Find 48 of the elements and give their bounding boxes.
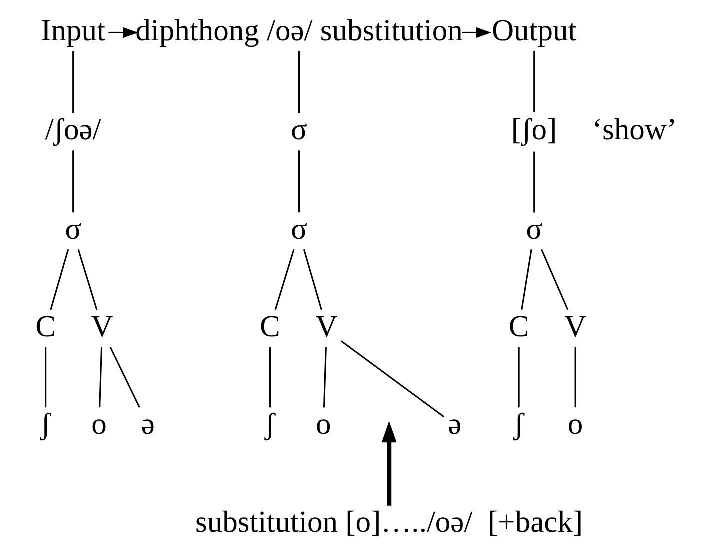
connector — [44, 347, 46, 408]
connector — [50, 249, 69, 310]
node-text: σ — [290, 112, 307, 147]
node-text: ə — [448, 407, 462, 442]
node-text: ʃ — [40, 407, 50, 442]
node-text: V — [315, 310, 338, 344]
connector — [72, 150, 74, 213]
connector — [298, 150, 300, 213]
node-text: σ — [64, 212, 82, 246]
node-text: V — [564, 310, 586, 344]
connector — [274, 249, 294, 310]
connector — [268, 347, 271, 408]
node-text: ʃ — [264, 407, 275, 442]
node-text: ʃ — [513, 407, 524, 442]
connector — [533, 51, 535, 112]
connector — [540, 249, 568, 310]
node-text: o — [91, 407, 106, 442]
node-text: Output — [491, 13, 576, 48]
node-text: substitution [o]…../oə/ [+back] — [195, 504, 583, 539]
node-text: o — [316, 407, 331, 442]
node-text: V — [90, 310, 113, 344]
node-text: /ʃoə/ — [44, 112, 101, 147]
connector — [574, 347, 576, 408]
connector — [533, 152, 535, 213]
node-text: [ʃo] — [510, 112, 557, 147]
connector — [109, 346, 140, 408]
node-text: C — [35, 310, 56, 344]
connector — [340, 340, 444, 418]
connector — [322, 347, 326, 408]
connector — [520, 250, 532, 310]
node-text: σ — [526, 212, 542, 246]
arrow — [108, 27, 138, 38]
connector — [72, 51, 74, 114]
connector — [98, 347, 102, 408]
node-text: C — [508, 310, 529, 344]
arrow — [381, 421, 396, 506]
connector — [518, 347, 520, 408]
node-text: σ — [290, 212, 307, 246]
connector — [298, 51, 300, 114]
node-text: ə — [140, 407, 154, 442]
connector — [77, 249, 98, 310]
node-text: Input — [40, 13, 106, 48]
node-text: C — [260, 310, 280, 344]
arrow — [462, 27, 492, 38]
node-label: ‘show’ — [592, 112, 677, 147]
node-text: o — [567, 407, 583, 442]
connector — [302, 249, 322, 310]
node-text: diphthong /oə/ substitution — [135, 13, 462, 48]
